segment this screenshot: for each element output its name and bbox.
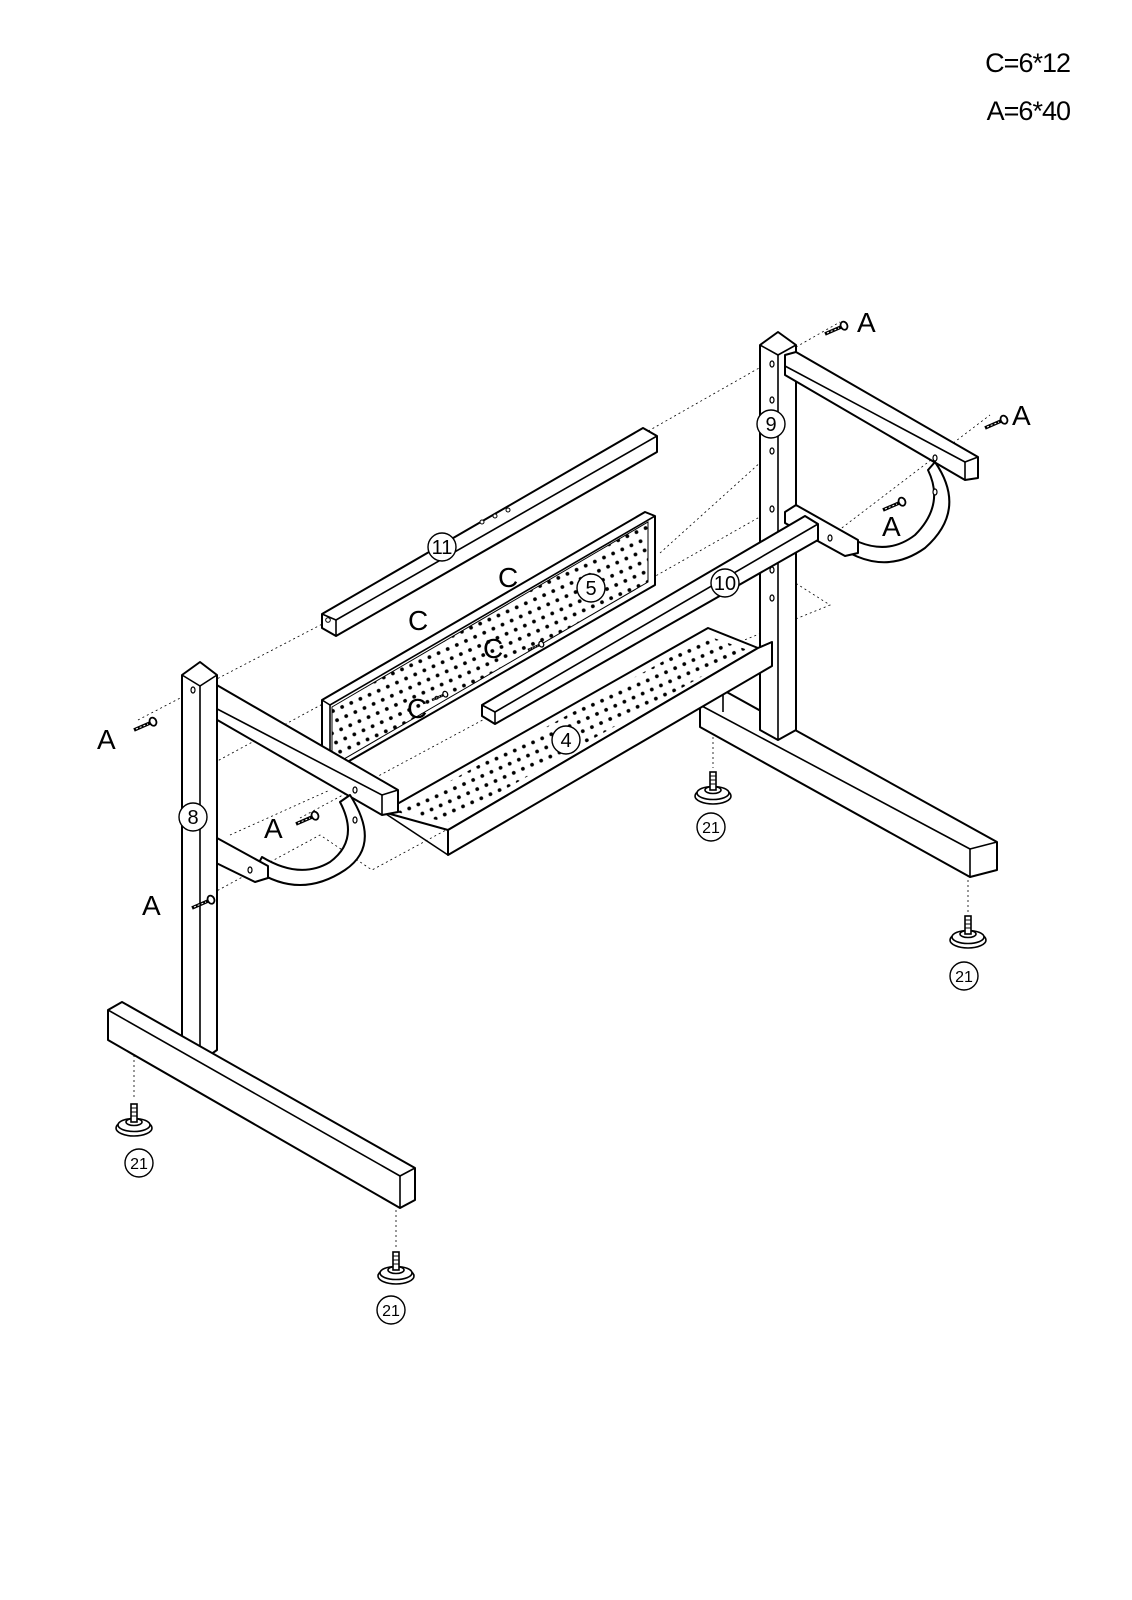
svg-text:9: 9: [765, 414, 776, 436]
label-screw-c: C: [483, 633, 503, 664]
badge-part-21: 21: [697, 813, 725, 841]
leveling-foot-icon: [695, 772, 731, 804]
badge-part-9: 9: [757, 410, 785, 438]
label-screw-a: A: [1012, 400, 1031, 431]
svg-text:8: 8: [187, 807, 198, 829]
leveling-foot-icon: [116, 1104, 152, 1136]
label-screw-c: C: [407, 693, 427, 724]
screw-a-icon: [825, 321, 849, 334]
screw-a-icon: [296, 811, 320, 824]
badge-part-4: 4: [552, 726, 580, 754]
screw-a-icon: [883, 497, 907, 510]
svg-text:11: 11: [432, 537, 453, 559]
screw-a-icon: [134, 717, 158, 730]
badge-part-21: 21: [125, 1149, 153, 1177]
badge-part-21: 21: [377, 1296, 405, 1324]
badge-part-10: 10: [711, 569, 739, 597]
label-screw-c: C: [498, 562, 518, 593]
frame-part-9: [700, 332, 997, 877]
leveling-foot-icon: [950, 916, 986, 948]
screw-a-icon: [985, 415, 1009, 428]
svg-text:5: 5: [585, 578, 596, 600]
svg-text:21: 21: [702, 820, 720, 837]
leveling-feet: [116, 772, 986, 1284]
svg-text:21: 21: [130, 1156, 148, 1173]
svg-text:21: 21: [955, 969, 973, 986]
label-screw-c: C: [408, 605, 428, 636]
label-screw-a: A: [97, 724, 116, 755]
label-screw-a: A: [882, 511, 901, 542]
svg-text:21: 21: [382, 1303, 400, 1320]
badge-part-11: 11: [428, 533, 456, 561]
label-screw-a: A: [142, 890, 161, 921]
badge-part-21: 21: [950, 962, 978, 990]
leveling-foot-icon: [378, 1252, 414, 1284]
svg-text:4: 4: [560, 730, 571, 752]
badge-part-5: 5: [577, 574, 605, 602]
svg-text:10: 10: [714, 573, 736, 595]
label-screw-a: A: [857, 307, 876, 338]
badge-part-8: 8: [179, 803, 207, 831]
label-screw-a: A: [264, 813, 283, 844]
